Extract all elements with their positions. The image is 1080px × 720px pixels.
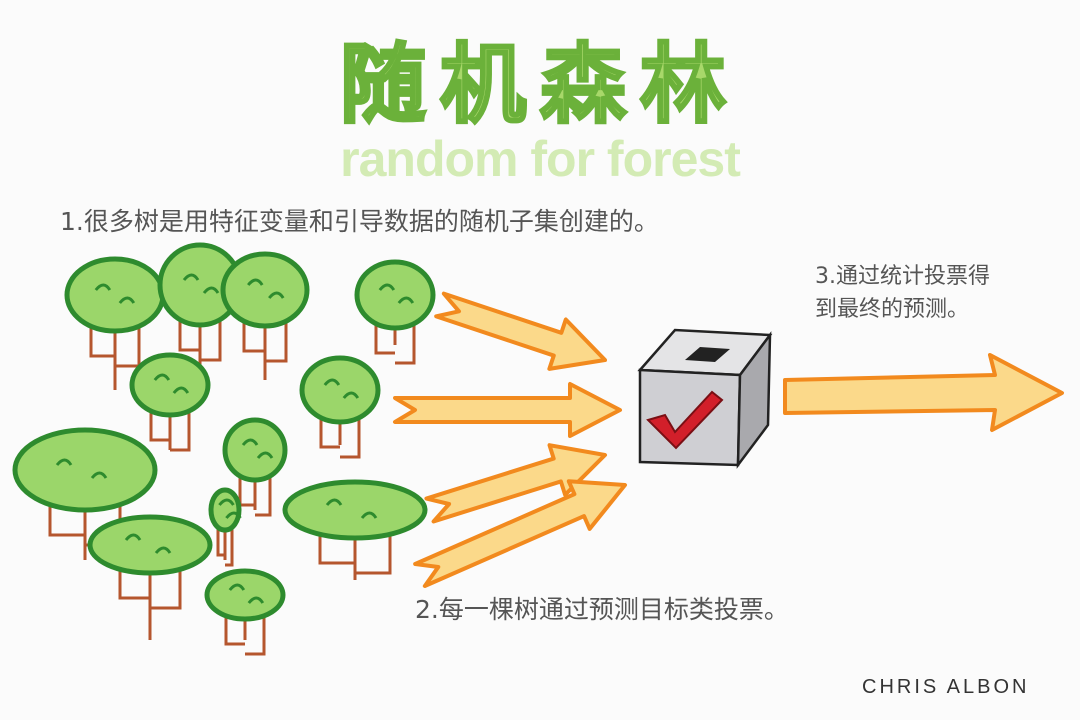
canopy-detail (182, 273, 220, 294)
canopy-detail (218, 498, 242, 519)
tree-icon (354, 259, 436, 365)
tree-trunk (242, 321, 288, 380)
tree-canopy (282, 479, 428, 541)
forest (12, 242, 436, 656)
canopy-detail (247, 278, 285, 299)
tree-icon (220, 251, 310, 380)
canopy-detail (124, 533, 172, 554)
step-2-text: 2.每一棵树通过预测目标类投票。 (415, 595, 789, 624)
signature: CHRIS ALBON (862, 676, 1030, 698)
title: 随机森林 (339, 34, 740, 137)
tree-canopy (87, 514, 213, 576)
tree-icon (299, 355, 381, 459)
tree-icon (222, 417, 288, 517)
tree-icon (282, 479, 428, 580)
ballot-slot (685, 347, 730, 362)
canopy-detail (55, 458, 108, 479)
tree-canopy (64, 256, 166, 334)
canopy-detail (378, 283, 415, 304)
tree-icon (129, 352, 211, 452)
step-3-line-1: 3.通过统计投票得 (815, 264, 990, 289)
tree-icon (204, 568, 286, 656)
step-3-text: 3.通过统计投票得 到最终的预测。 (815, 260, 990, 326)
subtitle: random for forest (340, 131, 741, 187)
check-icon (646, 390, 724, 450)
tree-canopy (299, 355, 381, 425)
arrow-icon (413, 479, 627, 588)
arrow-icon (434, 291, 607, 371)
tree-icon (157, 242, 243, 370)
arrow-icon (393, 382, 622, 438)
canopy-detail (323, 378, 360, 399)
canopy-detail (94, 283, 136, 304)
tree-icon (208, 487, 242, 567)
canopy-detail (153, 373, 190, 394)
tree-trunk (318, 533, 392, 580)
tree-canopy (208, 487, 242, 533)
tree-icon (87, 514, 213, 640)
tree-trunk (178, 320, 222, 370)
tree-canopy (204, 568, 286, 622)
vote-arrows (393, 291, 627, 588)
tree-icon (12, 427, 158, 560)
canopy-detail (325, 498, 378, 519)
tree-canopy (222, 417, 288, 483)
ballot-box-icon (637, 328, 773, 469)
step-3-line-2: 到最终的预测。 (815, 297, 970, 322)
step-1-text: 1.很多树是用特征变量和引导数据的随机子集创建的。 (60, 207, 659, 236)
tree-canopy (354, 259, 436, 331)
tree-canopy (220, 251, 310, 329)
arrow-icon (424, 443, 607, 524)
tree-trunk (118, 568, 182, 640)
canopy-detail (228, 583, 265, 604)
result-arrow (783, 353, 1064, 432)
tree-canopy (12, 427, 158, 513)
tree-canopy (129, 352, 211, 418)
canopy-detail (241, 438, 274, 459)
